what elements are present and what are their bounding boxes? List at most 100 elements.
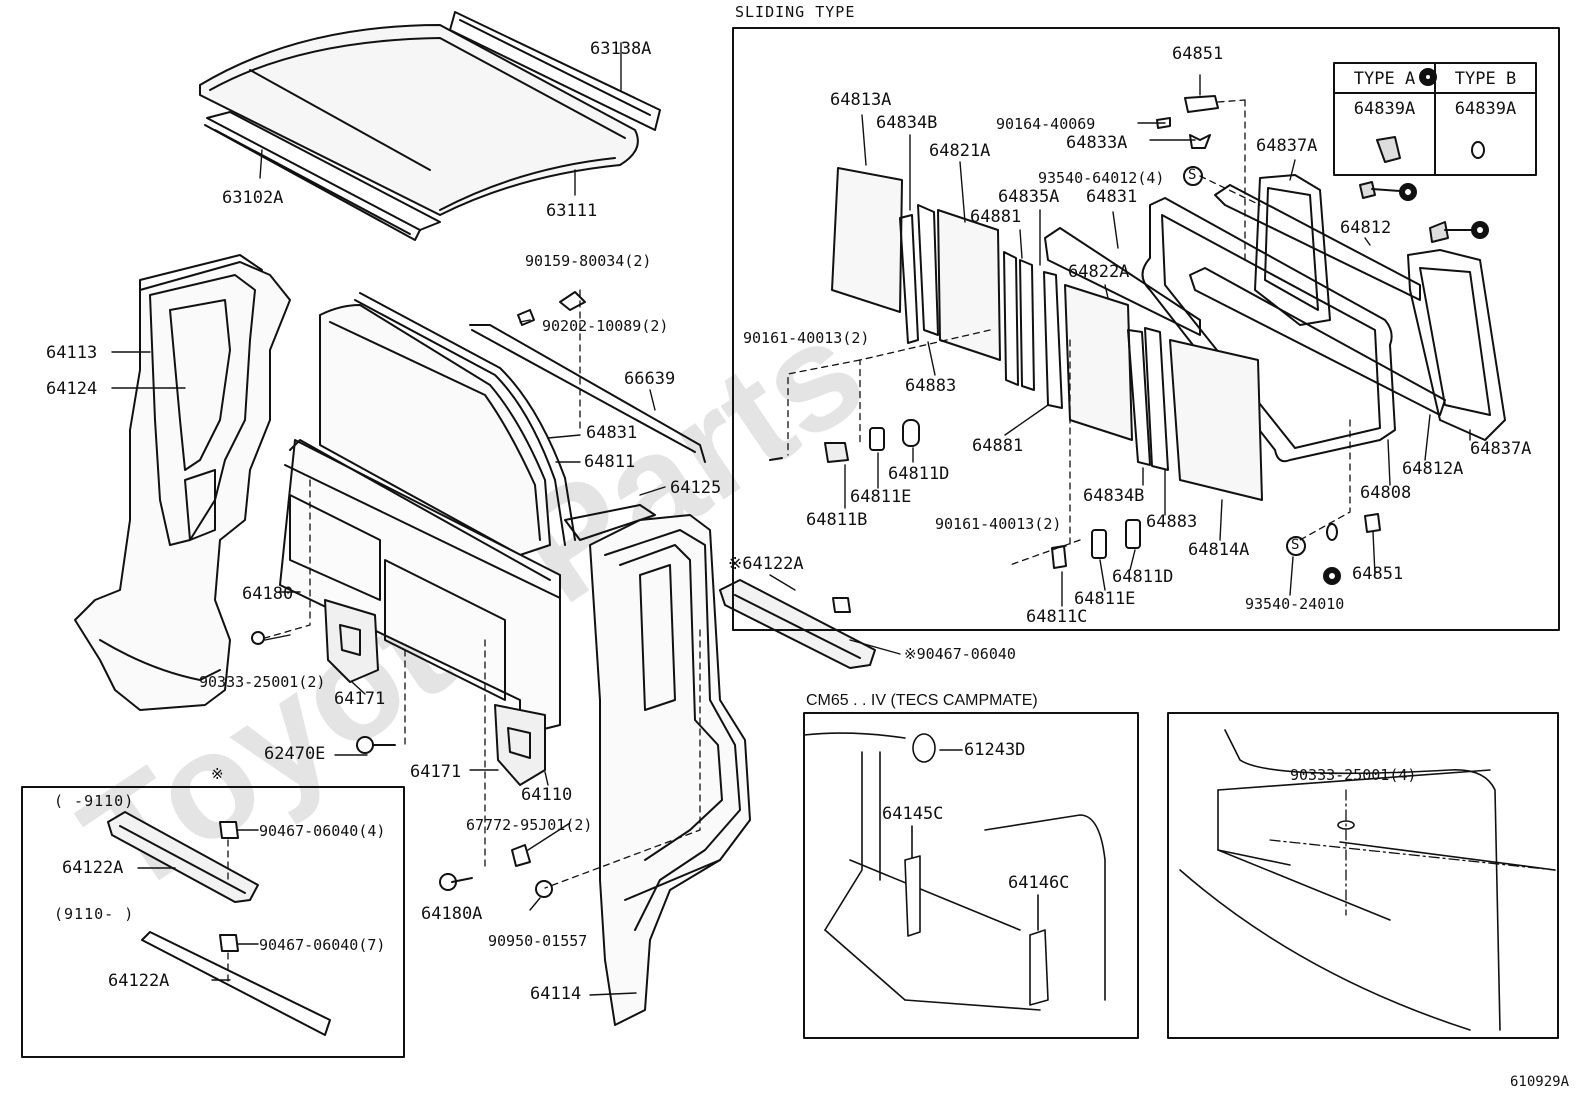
washers-black: [1323, 183, 1489, 585]
small-links: [1359, 181, 1473, 243]
callout-64833A: 64833A: [1066, 133, 1128, 153]
rail-64812: [1214, 184, 1421, 301]
callout-64837A-top: 64837A: [1256, 136, 1318, 156]
campmate-box-2: [1167, 712, 1559, 1039]
glass-64814A: [1169, 339, 1263, 501]
campmate-1-art: [803, 732, 1106, 1011]
rail-64812A: [1189, 267, 1446, 416]
callout-64851-bot: 64851: [1352, 564, 1404, 584]
callout-64171-upper: 64171: [334, 689, 386, 709]
bracket-64171-upper: [324, 599, 379, 683]
type-a-header: TYPE A: [1353, 69, 1416, 89]
callout-64125: 64125: [670, 478, 722, 498]
callout-64146C: 64146C: [1008, 873, 1070, 893]
back-panel: [279, 439, 561, 736]
callout-64145C: 64145C: [882, 804, 944, 824]
callout-64883-bot: 64883: [1146, 512, 1198, 532]
callout-64834B-bot: 64834B: [1083, 486, 1145, 506]
sliding-type-header: SLIDING TYPE: [735, 3, 856, 21]
callout-63102A: 63102A: [222, 188, 284, 208]
callout-90950-01557: 90950-01557: [488, 932, 588, 950]
callout-64114: 64114: [530, 984, 582, 1004]
callout-64122A-box1: 64122A: [62, 858, 124, 878]
callout-90161-40013-top: 90161-40013(2): [743, 329, 870, 347]
callout-93540-24010: 93540-24010: [1245, 595, 1345, 613]
glass-64821A: [937, 209, 1001, 361]
callout-64124: 64124: [46, 379, 98, 399]
callout-64811-main: 64811: [584, 452, 636, 472]
callout-64813A: 64813A: [830, 90, 892, 110]
callout-67772-95J01: 67772-95J01(2): [466, 816, 593, 834]
rail-64122A: [719, 579, 876, 669]
callout-63111: 63111: [546, 201, 598, 221]
callout-90333-25001-4: 90333-25001(4): [1290, 766, 1417, 784]
callout-64811E-top: 64811E: [850, 487, 912, 507]
callout-64811B: 64811B: [806, 510, 868, 530]
washers-inner: [1329, 189, 1483, 579]
fasteners-main: [251, 291, 851, 898]
leaders-box: [137, 829, 259, 981]
clips-sliding: [769, 95, 1381, 569]
callout-90467-06040-7: 90467-06040(7): [259, 936, 386, 954]
callout-64113: 64113: [46, 343, 98, 363]
frame-64837A-top: [1254, 174, 1331, 326]
callout-90202-10089: 90202-10089(2): [542, 317, 669, 335]
campmate-2-dash: [1269, 789, 1556, 916]
type-a-part: 64839A: [1353, 99, 1416, 119]
callout-90467-06040-main: ※90467-06040: [904, 645, 1016, 663]
s-mark-lower: S: [1291, 537, 1300, 553]
callout-90159-80034: 90159-80034(2): [525, 252, 652, 270]
roof-panel: [199, 24, 639, 216]
callout-64835A: 64835A: [998, 187, 1060, 207]
type-table-parts: [1376, 68, 1485, 163]
glass-64813A: [831, 167, 903, 313]
callout-64814A: 64814A: [1188, 540, 1250, 560]
glass-64822A: [1064, 284, 1133, 441]
callout-90161-40013-bot: 90161-40013(2): [935, 515, 1062, 533]
bracket-64171-lower: [494, 704, 546, 786]
callout-62470E: 62470E: [264, 744, 326, 764]
callout-64837A-bot: 64837A: [1470, 439, 1532, 459]
range-after: (9110- ): [54, 905, 135, 923]
callout-63138A: 63138A: [590, 39, 652, 59]
rail-64122A-box2: [141, 931, 331, 1036]
campmate-header: CM65 . . IV (TECS CAMPMATE): [806, 692, 1038, 709]
type-b-part: 64839A: [1454, 99, 1517, 119]
left-quarter-panel: [74, 254, 291, 711]
channel-64834B-bot: [1127, 327, 1169, 471]
callout-64881-mid: 64881: [972, 436, 1024, 456]
stay-rod-66639: [469, 324, 706, 463]
fasteners-box: [219, 821, 239, 952]
campmate-box-1: [803, 712, 1139, 1039]
callout-64122A-box2: 64122A: [108, 971, 170, 991]
callout-64831: 64831: [1086, 187, 1138, 207]
callout-90467-06040-4: 90467-06040(4): [259, 822, 386, 840]
callout-64821A: 64821A: [929, 141, 991, 161]
rail-64122A-box1: [107, 811, 259, 903]
campmate-2-art: [1179, 729, 1556, 1031]
sliding-type-box: [732, 27, 1560, 631]
callout-64831-main: 64831: [586, 423, 638, 443]
callout-64811D-top: 64811D: [888, 464, 950, 484]
callout-64110: 64110: [521, 785, 573, 805]
range-before: ( -9110): [54, 792, 135, 810]
callout-90333-25001-2: 90333-25001(2): [199, 673, 326, 691]
frame-main-sliding: [1141, 197, 1396, 463]
channel-64834B-top: [899, 204, 939, 344]
callout-64822A: 64822A: [1068, 262, 1130, 282]
leaders-main: [111, 42, 901, 996]
rear-window-glass: [319, 292, 576, 556]
callout-64812: 64812: [1340, 218, 1392, 238]
callout-64812A: 64812A: [1402, 459, 1464, 479]
roof-rail-front: [204, 111, 441, 241]
callout-64811C: 64811C: [1026, 607, 1088, 627]
s-mark-upper: S: [1188, 167, 1197, 183]
callout-64180A: 64180A: [421, 904, 483, 924]
roof-rail-rear: [449, 11, 661, 131]
callout-66639: 66639: [624, 369, 676, 389]
dashed-sliding: [787, 99, 1351, 566]
type-b-header: TYPE B: [1454, 69, 1517, 89]
dashed-lines-main: [264, 289, 701, 889]
callout-90164-40069: 90164-40069: [996, 115, 1096, 133]
